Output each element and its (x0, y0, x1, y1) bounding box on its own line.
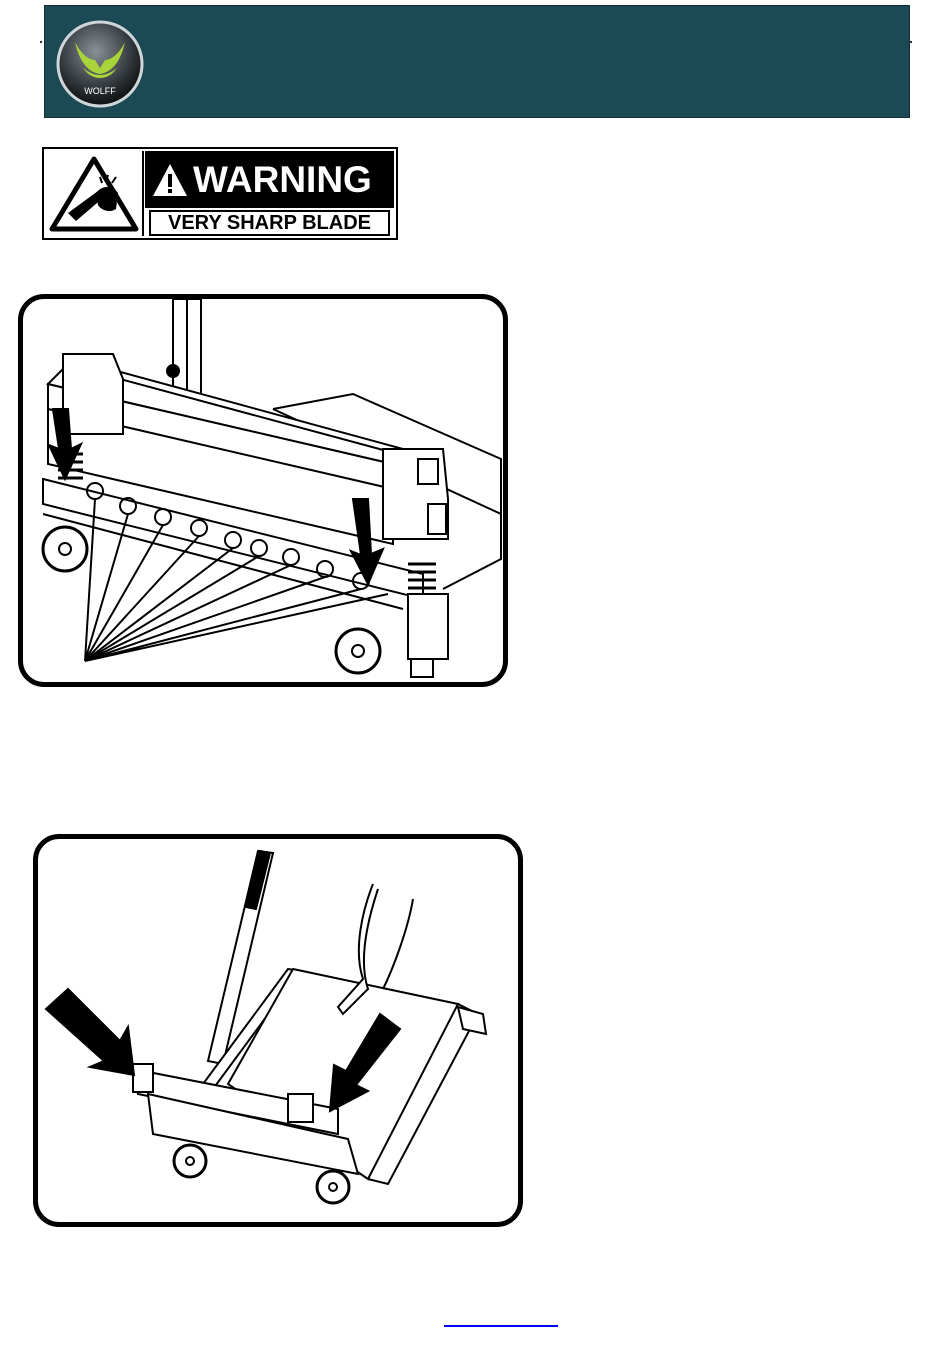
footer-link[interactable] (444, 1325, 558, 1327)
shear-tilted-handle-illustration (38, 839, 518, 1222)
header-left-dot (40, 41, 42, 43)
shear-blade-bolts-illustration (23, 299, 503, 682)
figure-blade-bolts (18, 294, 508, 687)
warning-subheading: VERY SHARP BLADE (149, 210, 390, 236)
wolff-logo: WOLFF (55, 20, 147, 108)
figure-tilted-shear (33, 834, 523, 1227)
warning-sign: WARNING VERY SHARP BLADE (42, 147, 398, 240)
hand-cut-hazard-icon (46, 151, 144, 236)
header-right-dot (910, 41, 912, 43)
warning-heading: WARNING (193, 159, 372, 201)
header-band (44, 5, 910, 118)
warning-heading-box: WARNING (145, 151, 394, 208)
logo-text: WOLFF (84, 86, 116, 96)
exclamation-triangle-icon (151, 162, 189, 198)
